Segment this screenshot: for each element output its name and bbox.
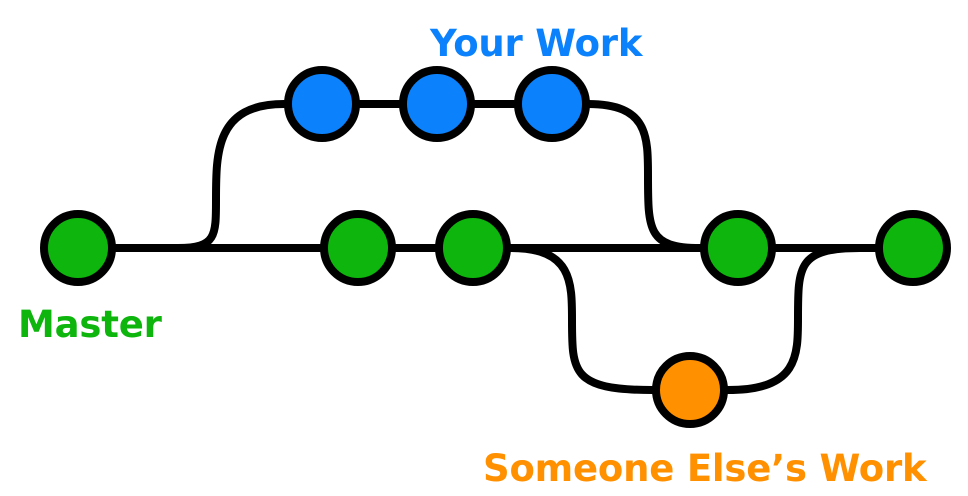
branch-label-your-work: Your Work	[430, 22, 643, 65]
branch-label-someone-elses-work: Someone Else’s Work	[483, 447, 927, 490]
commit-node-master-2[interactable]	[320, 210, 396, 286]
commit-node-master-1[interactable]	[40, 210, 116, 286]
commit-node-master-4-merge-your-work[interactable]	[700, 210, 776, 286]
commit-node-your-work-2[interactable]	[399, 66, 475, 142]
commit-node-your-work-3[interactable]	[514, 66, 590, 142]
commit-node-your-work-1[interactable]	[284, 66, 360, 142]
commit-node-master-3[interactable]	[435, 210, 511, 286]
branch-label-master: Master	[18, 303, 162, 346]
commit-node-someone-elses-work-1[interactable]	[652, 352, 728, 428]
edge-merge-your-work	[584, 100, 704, 252]
edge-branch-out-your-work	[174, 100, 288, 252]
commit-node-master-5-merge-someone-elses-work[interactable]	[875, 210, 951, 286]
edge-layer	[112, 100, 879, 394]
edge-merge-someone-elses-work	[724, 244, 864, 394]
node-layer	[40, 66, 951, 428]
edge-branch-out-someone-elses-work	[507, 244, 656, 394]
